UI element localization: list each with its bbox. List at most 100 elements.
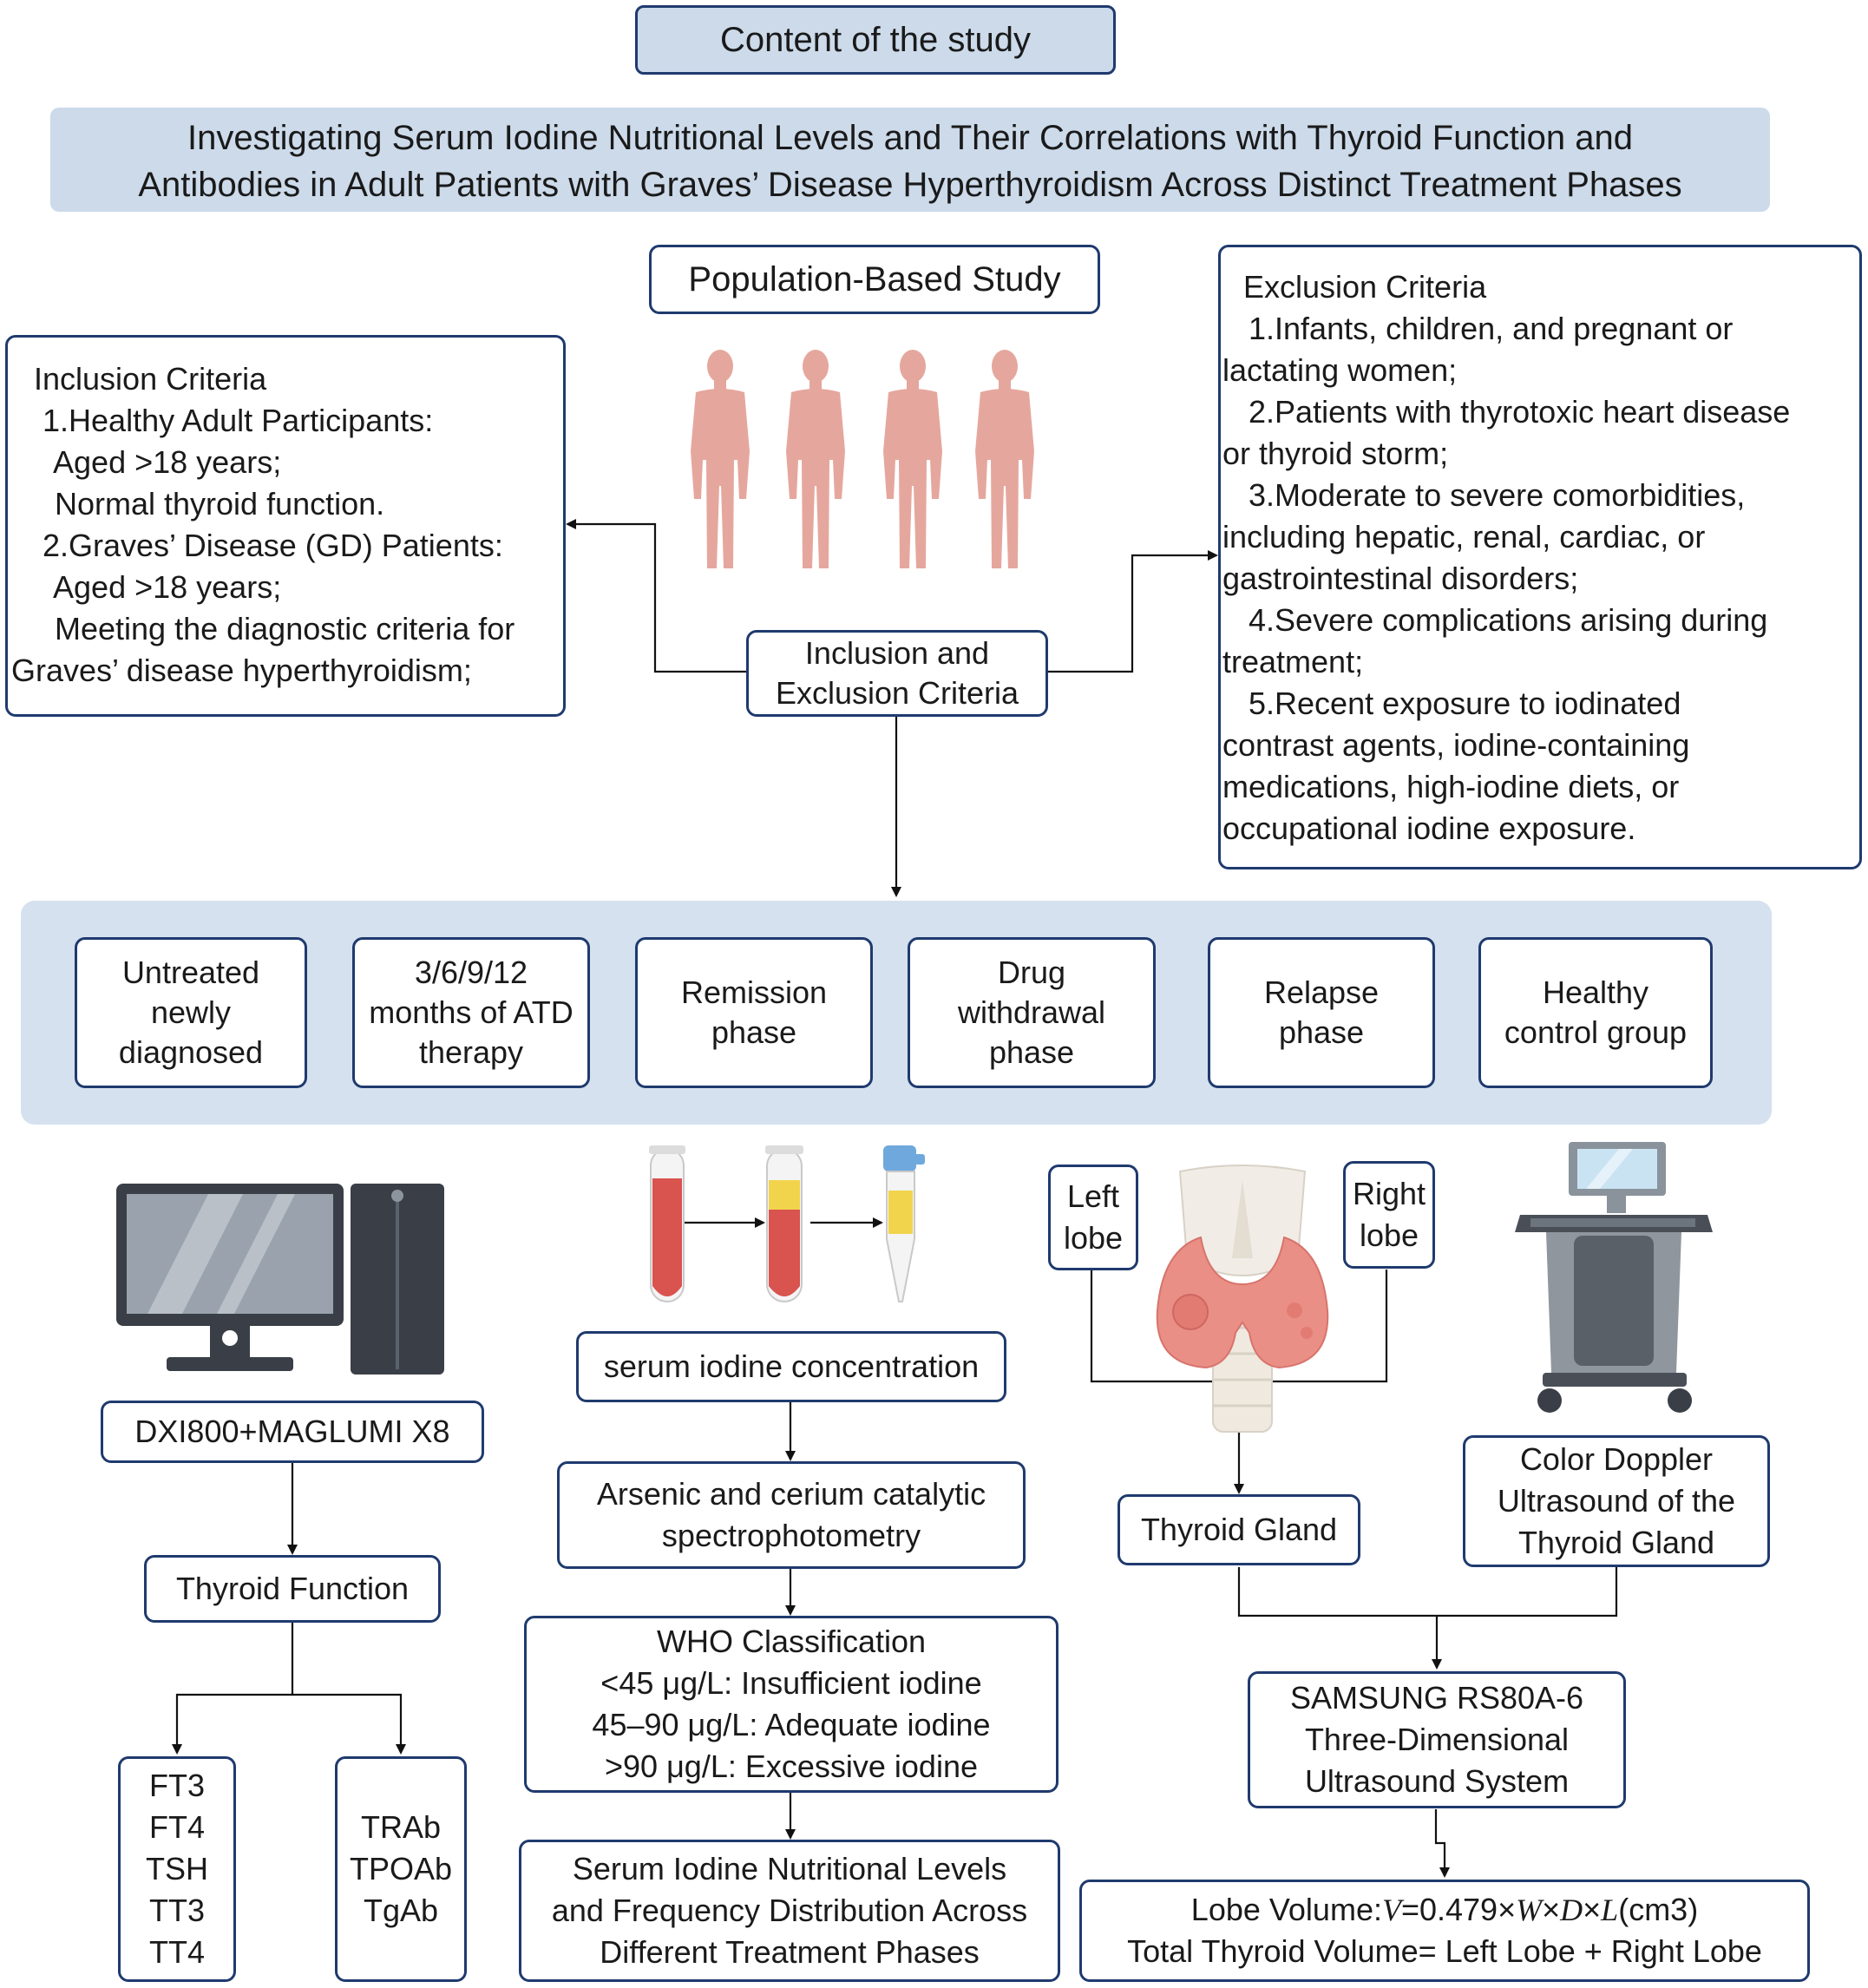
group-drug-withdrawal: Drug withdrawal phase	[908, 937, 1156, 1088]
exclusion-line: occupational iodine exposure.	[1222, 810, 1636, 846]
instrument-box: DXI800+MAGLUMI X8	[101, 1401, 484, 1463]
inclusion-line: 2.Graves’ Disease (GD) Patients:	[34, 528, 503, 563]
who-line: 45–90 μg/L: Adequate iodine	[592, 1707, 991, 1742]
inclusion-heading: Inclusion Criteria	[34, 361, 267, 397]
group-label: Drug	[997, 955, 1066, 990]
inclusion-line: Aged >18 years;	[37, 569, 282, 605]
branch-line-2	[292, 1693, 406, 1755]
antibody-label: TgAb	[363, 1893, 439, 1928]
doppler-box: Color Doppler Ultrasound of the Thyroid …	[1463, 1435, 1770, 1567]
group-label: 3/6/9/12	[414, 955, 528, 990]
person-icon	[883, 350, 942, 568]
group-label: newly	[150, 994, 232, 1030]
population-label: Population-Based Study	[688, 260, 1061, 299]
main-heading-line-2: Antibodies in Adult Patients with Graves…	[138, 166, 1682, 204]
left-lobe-label: Left	[1066, 1178, 1120, 1214]
group-remission: Remission phase	[635, 937, 873, 1088]
group-healthy-control: Healthy control group	[1478, 937, 1713, 1088]
group-label: months of ATD	[369, 994, 574, 1030]
arrow-to-inclusion	[566, 519, 746, 673]
computer-icon	[116, 1184, 444, 1375]
exclusion-line: contrast agents, iodine-containing	[1222, 727, 1690, 763]
page-title: Content of the study	[719, 21, 1031, 59]
who-line: >90 μg/L: Excessive iodine	[605, 1749, 978, 1784]
left-lobe-label: lobe	[1063, 1220, 1124, 1256]
variable-l: L	[1601, 1893, 1619, 1927]
method-box: Arsenic and cerium catalytic spectrophot…	[557, 1461, 1026, 1569]
group-relapse: Relapse phase	[1208, 937, 1435, 1088]
samsung-box: SAMSUNG RS80A-6 Three-Dimensional Ultras…	[1248, 1671, 1626, 1808]
inclusion-line: Normal thyroid function.	[37, 486, 385, 522]
group-label: Untreated	[121, 955, 260, 990]
person-icon	[786, 350, 845, 568]
who-line: <45 μg/L: Insufficient iodine	[600, 1665, 982, 1701]
antibody-label: TRAb	[360, 1809, 442, 1845]
exclusion-line: 3.Moderate to severe comorbidities,	[1222, 477, 1746, 513]
ultrasound-machine-icon	[1515, 1142, 1713, 1413]
doppler-line: Color Doppler	[1519, 1441, 1714, 1477]
blood-fill	[652, 1178, 682, 1296]
group-atd-therapy: 3/6/9/12 months of ATD therapy	[352, 937, 590, 1088]
group-label: Remission	[680, 974, 828, 1010]
hormone-label: TSH	[146, 1851, 208, 1886]
hormone-label: FT4	[148, 1809, 205, 1845]
total-volume-line: Total Thyroid Volume= Left Lobe + Right …	[1127, 1933, 1762, 1969]
group-label: therapy	[418, 1034, 524, 1070]
samsung-line: Ultrasound System	[1304, 1763, 1570, 1799]
people-illustration	[691, 350, 1034, 568]
person-icon	[691, 350, 750, 568]
group-label: phase	[988, 1034, 1075, 1070]
title-box: Content of the study	[635, 5, 1116, 75]
volume-prefix: Lobe Volume:	[1190, 1892, 1382, 1927]
arrow-to-exclusion	[1046, 550, 1218, 673]
thyroid-gland-label: Thyroid Gland	[1140, 1512, 1338, 1547]
instrument-label: DXI800+MAGLUMI X8	[134, 1414, 450, 1449]
volume-unit: (cm3)	[1618, 1892, 1699, 1927]
method-line: Arsenic and cerium catalytic	[596, 1476, 986, 1512]
branch-line	[172, 1619, 294, 1755]
exclusion-line: medications, high-iodine diets, or	[1222, 769, 1680, 804]
thyroid-function-label: Thyroid Function	[175, 1571, 410, 1606]
right-lobe-box: Right lobe	[1343, 1161, 1435, 1269]
volume-formula-line: Lobe Volume:V=0.479×W×D×L(cm3)	[1191, 1889, 1698, 1931]
left-lobe-box: Left lobe	[1048, 1165, 1138, 1270]
exclusion-line: gastrointestinal disorders;	[1222, 561, 1579, 596]
group-label: Healthy	[1542, 974, 1649, 1010]
samsung-line: SAMSUNG RS80A-6	[1289, 1680, 1584, 1716]
right-lobe-label: lobe	[1359, 1217, 1419, 1253]
thyroid-illustration	[1156, 1165, 1329, 1433]
exclusion-line: 1.Infants, children, and pregnant or	[1222, 311, 1734, 346]
exclusion-line: 5.Recent exposure to iodinated	[1222, 686, 1681, 721]
group-label: control group	[1504, 1014, 1688, 1050]
serum-layer	[888, 1191, 913, 1234]
who-classification-box: WHO Classification <45 μg/L: Insufficien…	[524, 1616, 1059, 1793]
variable-v: V	[1381, 1893, 1401, 1927]
exclusion-line: including hepatic, renal, cardiac, or	[1222, 519, 1706, 554]
hormone-label: FT3	[148, 1768, 205, 1803]
group-untreated: Untreated newly diagnosed	[75, 937, 307, 1088]
group-label: phase	[711, 1014, 797, 1050]
method-line: spectrophotometry	[661, 1518, 921, 1553]
serum-iodine-label: serum iodine concentration	[603, 1348, 980, 1384]
exclusion-criteria-box: Exclusion Criteria 1.Infants, children, …	[1218, 245, 1862, 869]
group-label: diagnosed	[118, 1034, 264, 1070]
variable-d: D	[1560, 1893, 1583, 1927]
blood-tubes-illustration	[649, 1145, 925, 1302]
antibodies-box: TRAb TPOAb TgAb	[335, 1756, 467, 1982]
thyroid-gland-box: Thyroid Gland	[1118, 1494, 1360, 1565]
hormone-label: TT3	[148, 1893, 205, 1928]
volume-formula-box: Lobe Volume:V=0.479×W×D×L(cm3) Total Thy…	[1079, 1880, 1810, 1982]
inclusion-line: 1.Healthy Adult Participants:	[34, 403, 434, 438]
doppler-line: Ultrasound of the	[1497, 1483, 1736, 1519]
blood-fill	[769, 1210, 800, 1296]
serum-result-line: Serum Iodine Nutritional Levels	[572, 1851, 1007, 1886]
right-lobe-label: Right	[1352, 1176, 1426, 1211]
serum-result-line: and Frequency Distribution Across	[551, 1893, 1028, 1928]
serum-layer	[769, 1180, 800, 1210]
antibody-label: TPOAb	[349, 1851, 453, 1886]
exclusion-line: 2.Patients with thyrotoxic heart disease	[1222, 394, 1791, 430]
exclusion-line: treatment;	[1222, 644, 1364, 679]
inclusion-line: Graves’ disease hyperthyroidism;	[11, 653, 472, 688]
serum-result-box: Serum Iodine Nutritional Levels and Freq…	[519, 1840, 1060, 1982]
